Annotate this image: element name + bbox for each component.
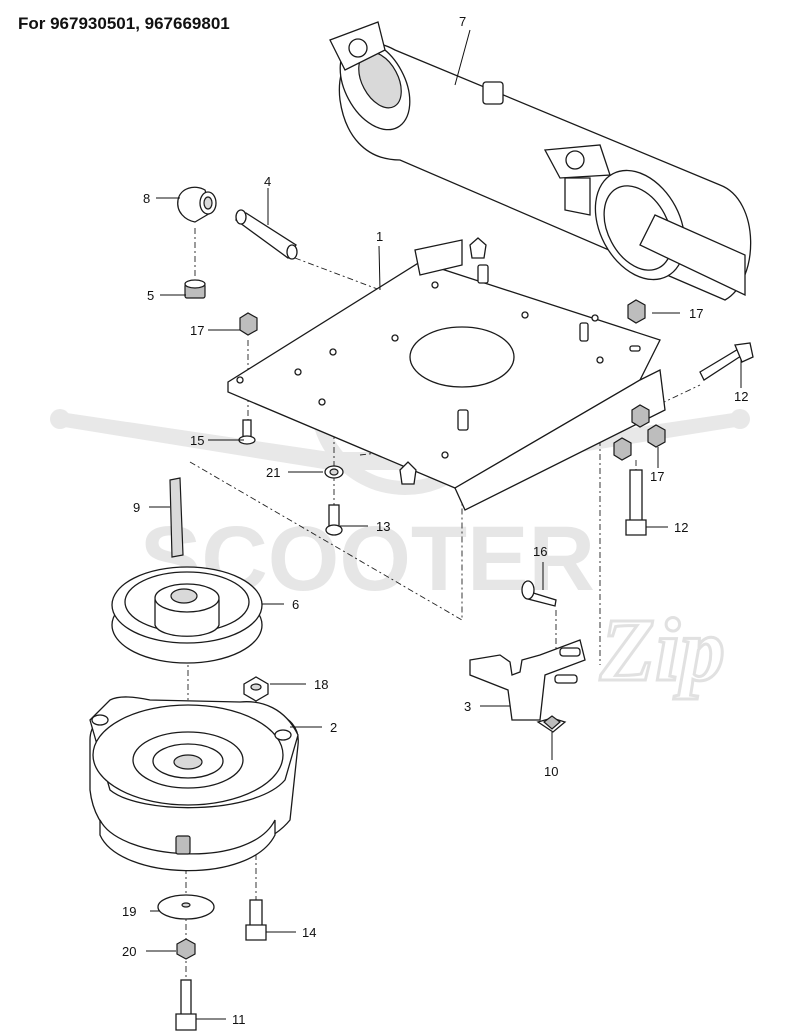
callout-17-right: 17 bbox=[689, 306, 703, 321]
wing-nut bbox=[536, 715, 567, 733]
callout-10: 10 bbox=[544, 764, 558, 779]
callout-21: 21 bbox=[266, 465, 280, 480]
callout-7: 7 bbox=[459, 14, 466, 29]
carriage-bolt bbox=[521, 580, 557, 607]
callout-18: 18 bbox=[314, 677, 328, 692]
callout-3: 3 bbox=[464, 699, 471, 714]
callout-17-lower: 17 bbox=[650, 469, 664, 484]
callout-12-lower: 12 bbox=[674, 520, 688, 535]
bottom-hardware bbox=[157, 894, 267, 1031]
elbow-fitting bbox=[177, 186, 217, 223]
callout-11: 11 bbox=[232, 1012, 246, 1027]
callout-2: 2 bbox=[330, 720, 337, 735]
callout-19: 19 bbox=[122, 904, 136, 919]
clutch-bracket bbox=[469, 639, 586, 721]
callout-17-left: 17 bbox=[190, 323, 204, 338]
small-hardware bbox=[238, 419, 344, 536]
page-title: For 967930501, 967669801 bbox=[18, 14, 230, 33]
callout-13: 13 bbox=[376, 519, 390, 534]
leader-lines bbox=[146, 29, 742, 1020]
callout-1: 1 bbox=[376, 229, 383, 244]
callout-20: 20 bbox=[122, 944, 136, 959]
muffler bbox=[329, 21, 752, 301]
callout-5: 5 bbox=[147, 288, 154, 303]
watermark: SCOOTER Zip bbox=[50, 305, 750, 702]
callout-16: 16 bbox=[533, 544, 547, 559]
callout-15: 15 bbox=[190, 433, 204, 448]
callout-labels: 7 1 4 8 5 17 17 12 17 15 21 13 12 16 9 6… bbox=[122, 14, 748, 1027]
pipe-nipple bbox=[234, 209, 298, 260]
callout-12-top: 12 bbox=[734, 389, 748, 404]
callout-6: 6 bbox=[292, 597, 299, 612]
lock-nuts bbox=[239, 299, 666, 461]
callout-9: 9 bbox=[133, 500, 140, 515]
bolts-12 bbox=[625, 342, 754, 536]
plug bbox=[184, 279, 206, 299]
watermark-suffix: Zip bbox=[599, 601, 725, 700]
pto-clutch bbox=[89, 696, 299, 872]
callout-14: 14 bbox=[302, 925, 316, 940]
callout-8: 8 bbox=[143, 191, 150, 206]
key bbox=[169, 477, 184, 558]
nut-18 bbox=[243, 676, 269, 702]
mounting-plate bbox=[227, 237, 666, 511]
callout-4: 4 bbox=[264, 174, 271, 189]
pulley bbox=[111, 566, 263, 664]
